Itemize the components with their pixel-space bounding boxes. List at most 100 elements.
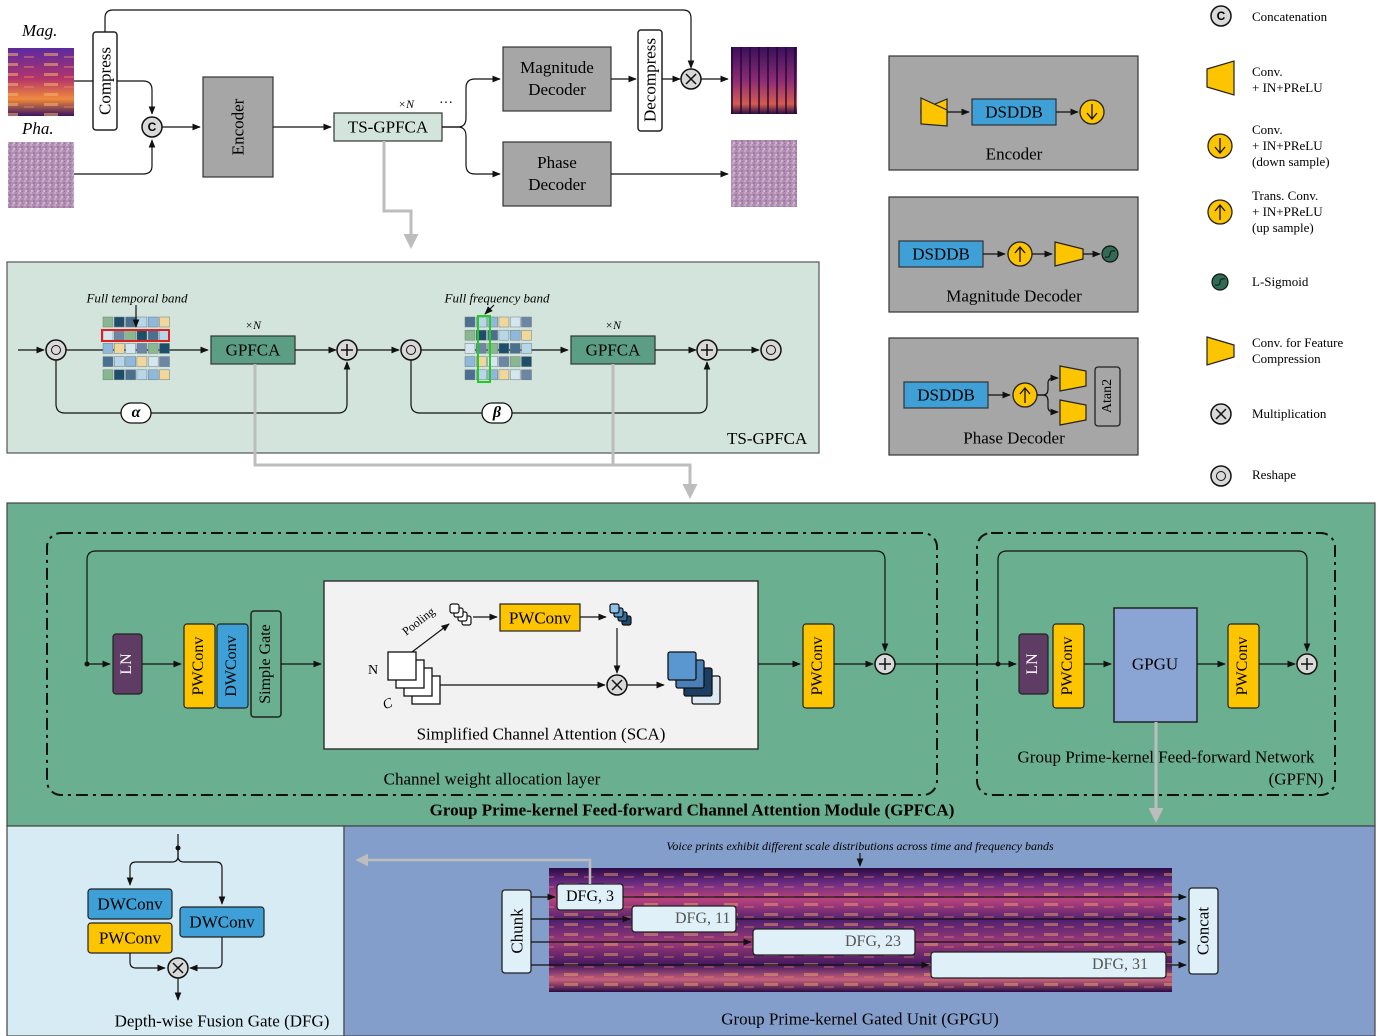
layer-norm-2	[1018, 633, 1049, 695]
legend-conv-compress: Conv. for Feature Compression	[1252, 335, 1344, 366]
dfg31-label: DFG, 31	[1092, 956, 1149, 973]
frequency-band-grid	[464, 304, 532, 383]
chunk-label: Chunk	[507, 908, 527, 954]
dsddb-block	[971, 98, 1057, 126]
magnitude-dsddb-label: DSDDB	[912, 244, 970, 264]
gpfn-caption-2: (GPFN)	[1268, 769, 1324, 789]
pwconv-block-2	[802, 623, 835, 709]
concatenation-legend-icon	[1210, 5, 1232, 27]
dfg-pwconv-label: PWConv	[98, 928, 162, 948]
gpgu-label: GPGU	[1131, 654, 1179, 674]
times-n-1: ×N	[244, 318, 262, 332]
compress-label: Compress	[95, 47, 115, 115]
feature-compression-conv	[1059, 365, 1087, 392]
dfg23-label: DFG, 23	[845, 933, 902, 950]
pwconv-block-1	[183, 623, 216, 709]
pwconv-block-4	[1227, 623, 1260, 709]
simple-gate-label: Simple Gate	[257, 624, 274, 704]
legend-conv: Conv. + IN+PReLU	[1252, 64, 1323, 95]
full-frequency-band-label: Full frequency band	[444, 290, 550, 306]
dsddb-block	[898, 240, 984, 268]
decompress-label: Decompress	[640, 37, 660, 123]
phase-decoder-label: Phase Decoder	[528, 153, 586, 194]
temporal-band-grid	[101, 305, 170, 381]
feature-map-stack	[387, 651, 441, 705]
gpgu-block	[1113, 607, 1198, 723]
pha-label: Pha.	[22, 119, 54, 138]
ts-gpfca-caption: TS-GPFCA	[727, 429, 808, 448]
dwconv-block	[216, 623, 249, 709]
alpha-label: α	[131, 404, 141, 421]
legend-trans-conv-up: Trans. Conv. + IN+PReLU (up sample)	[1252, 188, 1323, 235]
phase-box-caption: Phase Decoder	[963, 428, 1065, 448]
dfg-dwconv-label-1: DWConv	[97, 894, 163, 914]
feature-compression-legend-icon	[1206, 336, 1235, 366]
gpgu-caption: Group Prime-kernel Gated Unit (GPGU)	[721, 1009, 999, 1029]
decompress-box	[637, 29, 663, 132]
legend-l-sigmoid: L-Sigmoid	[1252, 274, 1309, 289]
attention-vector-stack	[609, 603, 632, 626]
dfg-dwconv-label-2: DWConv	[189, 912, 255, 932]
pooled-vector-stack	[449, 603, 472, 626]
feature-compression-conv	[1059, 399, 1087, 426]
reshape-icon	[400, 339, 422, 361]
dfg11-label: DFG, 11	[675, 910, 731, 927]
dwconv-label: DWConv	[223, 635, 240, 697]
reshape-legend-icon	[1210, 465, 1232, 487]
encoder-dsddb-label: DSDDB	[985, 102, 1043, 122]
full-temporal-band-label: Full temporal band	[86, 290, 188, 306]
phase-spectrogram-input	[8, 142, 74, 208]
ln-label-1: LN	[118, 653, 135, 675]
pwconv-block-3	[1052, 623, 1085, 709]
magnitude-box-caption: Magnitude Decoder	[946, 286, 1082, 306]
gpfca-label-1: GPFCA	[225, 340, 281, 360]
dfg-panel	[6, 825, 345, 1036]
svg-text:C: C	[1217, 9, 1226, 23]
encoder-box-caption: Encoder	[985, 144, 1043, 164]
pwconv-label-3: PWConv	[1059, 636, 1076, 696]
sca-caption: Simplified Channel Attention (SCA)	[416, 724, 666, 744]
gpfca-label-2: GPFCA	[585, 340, 641, 360]
feature-compression-conv	[1054, 241, 1084, 267]
pwconv-label-4: PWConv	[1234, 636, 1251, 696]
beta-label: β	[492, 404, 502, 421]
voice-prints-annotation: Voice prints exhibit different scale dis…	[666, 839, 1054, 853]
dfg-caption: Depth-wise Fusion Gate (DFG)	[114, 1011, 330, 1031]
chunk-block	[501, 889, 532, 974]
dfg3-label: DFG, 3	[565, 888, 615, 905]
reshape-icon	[45, 339, 67, 361]
atan2-block	[1094, 366, 1121, 427]
gpfca-block-temporal	[210, 335, 296, 365]
legend-reshape: Reshape	[1252, 467, 1297, 482]
gpfn-caption-1: Group Prime-kernel Feed-forward Network	[1017, 747, 1315, 767]
magnitude-decoder-label: Magnitude Decoder	[520, 58, 594, 99]
n-dimension-label: N	[367, 663, 379, 678]
legend-multiplication: Multiplication	[1252, 406, 1327, 421]
dfg-dwconv-1	[87, 888, 173, 920]
gpfca-module-title: Group Prime-kernel Feed-forward Channel …	[429, 800, 955, 820]
cwal-caption: Channel weight allocation layer	[383, 769, 601, 789]
times-n-2: ×N	[604, 318, 622, 332]
legend-conv-down: Conv. + IN+PReLU (down sample)	[1252, 122, 1330, 169]
concat-block	[1188, 887, 1219, 975]
phase-dsddb-label: DSDDB	[917, 385, 975, 405]
ln-label-2: LN	[1024, 653, 1041, 675]
magnitude-decoder-block	[502, 46, 612, 112]
sca-pwconv-label: PWConv	[508, 608, 572, 628]
svg-text:C: C	[148, 120, 157, 134]
sca-pwconv-block	[499, 603, 581, 632]
concat-label: Concat	[1193, 906, 1213, 956]
conv-legend-icon	[1206, 60, 1235, 96]
atan2-label: Atan2	[1100, 378, 1115, 414]
legend-concatenation: Concatenation	[1252, 9, 1328, 24]
pwconv-label-2: PWConv	[809, 636, 826, 696]
dsddb-block	[903, 381, 989, 409]
reshape-icon	[760, 339, 782, 361]
weighted-feature-stack	[667, 651, 721, 705]
ellipsis-label: ···	[439, 96, 453, 111]
encoder-label: Encoder	[228, 98, 248, 156]
pwconv-label-1: PWConv	[190, 636, 207, 696]
mag-label: Mag.	[22, 21, 58, 40]
